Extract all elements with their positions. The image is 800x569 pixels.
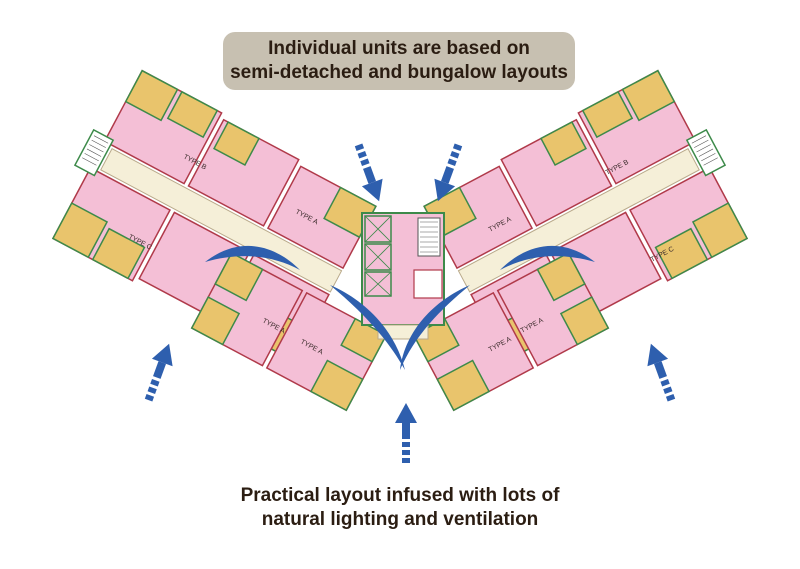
caption-line-2: natural lighting and ventilation <box>261 509 539 530</box>
arrow-bottom-center <box>395 403 417 463</box>
arrow-top-right <box>434 143 463 202</box>
left-lower-wing <box>190 252 388 412</box>
title-line-2: semi-detached and bungalow layouts <box>230 62 568 83</box>
arrow-top-left <box>354 143 383 202</box>
caption-line-1: Practical layout infused with lots of <box>240 485 560 506</box>
central-core <box>361 212 445 340</box>
ventilation-arrows <box>144 143 676 463</box>
arrow-bottom-right <box>647 343 676 402</box>
title-banner: Individual units are based on semi-detac… <box>223 32 575 90</box>
arrow-bottom-left <box>144 343 173 402</box>
title-line-1: Individual units are based on <box>268 38 530 59</box>
airflow-swooshes <box>205 245 595 370</box>
